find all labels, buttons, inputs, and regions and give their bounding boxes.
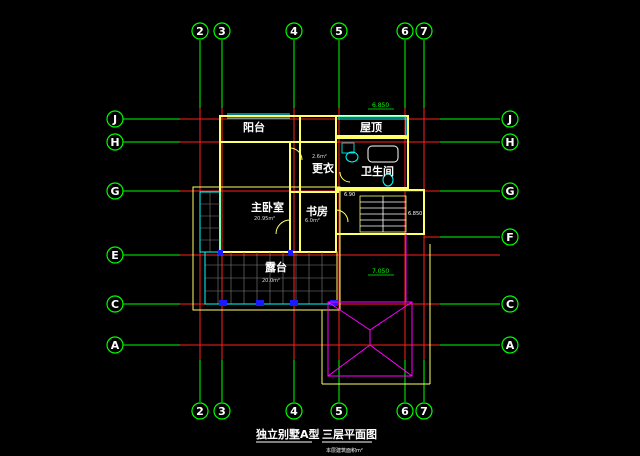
terrace-area-text: 20.0m² (262, 278, 280, 284)
axis-label-top-4: 4 (290, 25, 298, 38)
axis-label-bottom-4: 4 (290, 405, 298, 418)
room-label-master-bedroom: 主卧室 (251, 200, 284, 214)
dressing-area-text: 2.6m² (312, 154, 327, 160)
study-area-text: 6.0m² (305, 218, 320, 224)
top-axis-bubbles (106, 22, 519, 420)
roof-outline (327, 234, 413, 377)
room-label-dressing: 更衣 (312, 161, 335, 175)
axis-label-top-2: 2 (196, 25, 204, 38)
axis-label-top-6: 6 (401, 25, 409, 38)
axis-label-left-J: J (112, 113, 117, 126)
axis-label-top-5: 5 (335, 25, 343, 38)
elevation-markers: 6.850 7.050 6.850 6.90 (344, 102, 422, 276)
axis-label-bottom-5: 5 (335, 405, 343, 418)
axis-label-right-F: F (506, 231, 514, 244)
room-label-study: 书房 (306, 204, 328, 218)
axis-label-top-7: 7 (420, 25, 428, 38)
axis-label-left-E: E (111, 249, 119, 262)
room-label-bathroom: 卫生间 (361, 164, 394, 178)
room-label-terrace: 露台 (265, 260, 287, 274)
axis-label-bottom-2: 2 (196, 405, 204, 418)
roof-elevation-text: 6.850 (372, 102, 389, 109)
axis-extension-lines (123, 40, 500, 402)
drawing-title: 独立别墅A型 (255, 427, 320, 441)
axis-labels: 2 3 4 5 6 7 2 3 4 5 6 7 J H G E C A J H … (110, 25, 514, 418)
doors (275, 147, 351, 235)
area-note: 本层建筑面积m² (326, 447, 363, 454)
axis-label-left-H: H (110, 136, 119, 149)
terrace-area (199, 191, 338, 305)
stair-elevation-text: 6.850 (408, 211, 422, 217)
bathroom-fixtures (341, 142, 399, 187)
room-label-balcony: 阳台 (243, 120, 265, 134)
bath-elevation-text: 6.90 (344, 192, 355, 198)
axis-label-right-J: J (507, 113, 512, 126)
toilet-icon (382, 173, 394, 187)
windows (227, 113, 407, 136)
master-area-text: 20.95m² (254, 216, 275, 222)
axis-label-right-G: G (505, 185, 514, 198)
terrace-elevation-text: 7.050 (372, 268, 389, 275)
room-labels: 阳台 屋顶 更衣 卫生间 主卧室 书房 露台 (243, 120, 394, 274)
staircase (359, 195, 407, 233)
axis-label-left-A: A (111, 339, 120, 352)
axis-label-right-C: C (506, 298, 514, 311)
axis-label-left-G: G (110, 185, 119, 198)
axis-label-top-3: 3 (218, 25, 226, 38)
room-label-roof: 屋顶 (360, 121, 382, 134)
columns (218, 250, 338, 306)
title-block: 独立别墅A型 三层平面图 本层建筑面积m² (255, 427, 377, 454)
axis-label-right-H: H (505, 136, 514, 149)
outer-boundary (192, 186, 431, 385)
axis-label-bottom-7: 7 (420, 405, 428, 418)
axis-label-bottom-6: 6 (401, 405, 409, 418)
drawing-subtitle: 三层平面图 (322, 428, 377, 441)
sink-icon (345, 151, 359, 163)
axis-label-right-A: A (506, 339, 515, 352)
axis-label-left-C: C (111, 298, 119, 311)
bathtub-icon (367, 145, 399, 163)
axis-label-bottom-3: 3 (218, 405, 226, 418)
area-annotations: 20.95m² 6.0m² 20.0m² 2.6m² (254, 154, 327, 284)
